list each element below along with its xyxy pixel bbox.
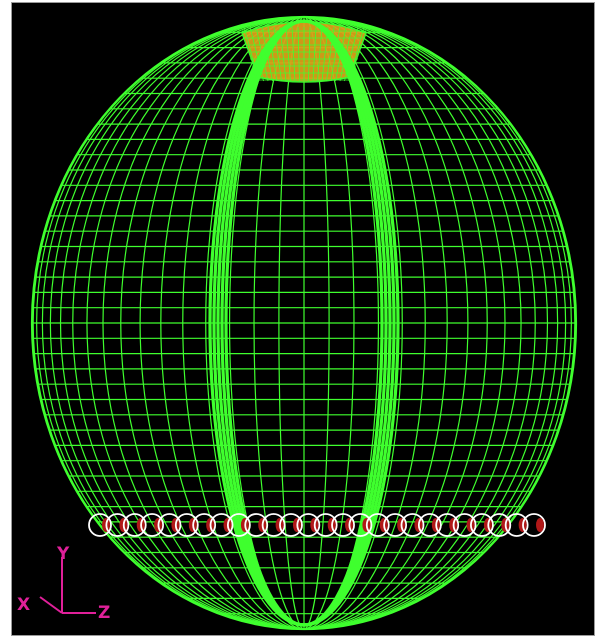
ring-element bbox=[157, 513, 182, 537]
ring-element bbox=[88, 513, 112, 537]
model-viewport[interactable]: Y Z X bbox=[11, 2, 595, 636]
fem-model-scene: Y Z X bbox=[17, 15, 578, 631]
ring-element bbox=[226, 513, 251, 537]
ring-element bbox=[400, 513, 425, 537]
ring-element bbox=[192, 513, 217, 537]
ring-element-fill bbox=[536, 518, 544, 532]
ring-element bbox=[417, 513, 442, 537]
cap-mesh-line bbox=[308, 26, 311, 82]
ring-elements bbox=[88, 513, 546, 537]
ring-element bbox=[470, 513, 494, 537]
cap-mesh-line bbox=[267, 26, 278, 82]
meridian-band-line bbox=[208, 19, 400, 627]
ring-element bbox=[105, 513, 130, 537]
ring-element bbox=[522, 513, 546, 537]
spheroid-mesh bbox=[30, 15, 578, 631]
ring-element bbox=[435, 513, 460, 537]
x-axis-label: X bbox=[17, 595, 30, 615]
ring-element bbox=[279, 513, 303, 537]
cap-mesh-line bbox=[312, 26, 317, 82]
ring-element bbox=[244, 513, 269, 537]
ring-element bbox=[261, 513, 286, 537]
ring-element bbox=[452, 513, 477, 537]
axis-triad: Y Z X bbox=[17, 544, 110, 623]
cap-mesh-line bbox=[291, 26, 296, 82]
ring-element bbox=[331, 513, 355, 537]
y-axis-label: Y bbox=[56, 544, 70, 564]
x-axis-line bbox=[39, 596, 63, 614]
cap-mesh-line bbox=[317, 26, 323, 82]
ring-element bbox=[174, 513, 199, 537]
cap-mesh-line bbox=[285, 26, 291, 82]
cap-mesh-line bbox=[330, 26, 341, 82]
ring-element bbox=[504, 513, 529, 537]
cap-mesh-line bbox=[297, 26, 300, 82]
ring-element bbox=[140, 513, 164, 537]
ring-element bbox=[487, 513, 512, 537]
ring-element bbox=[365, 513, 390, 537]
ring-element bbox=[209, 513, 234, 537]
z-axis-label: Z bbox=[98, 603, 110, 623]
ring-element bbox=[313, 513, 338, 537]
meridian-bands bbox=[208, 19, 400, 627]
ring-element bbox=[296, 513, 321, 537]
ring-element bbox=[348, 513, 373, 537]
ring-element bbox=[383, 513, 408, 537]
ring-element bbox=[122, 513, 147, 537]
